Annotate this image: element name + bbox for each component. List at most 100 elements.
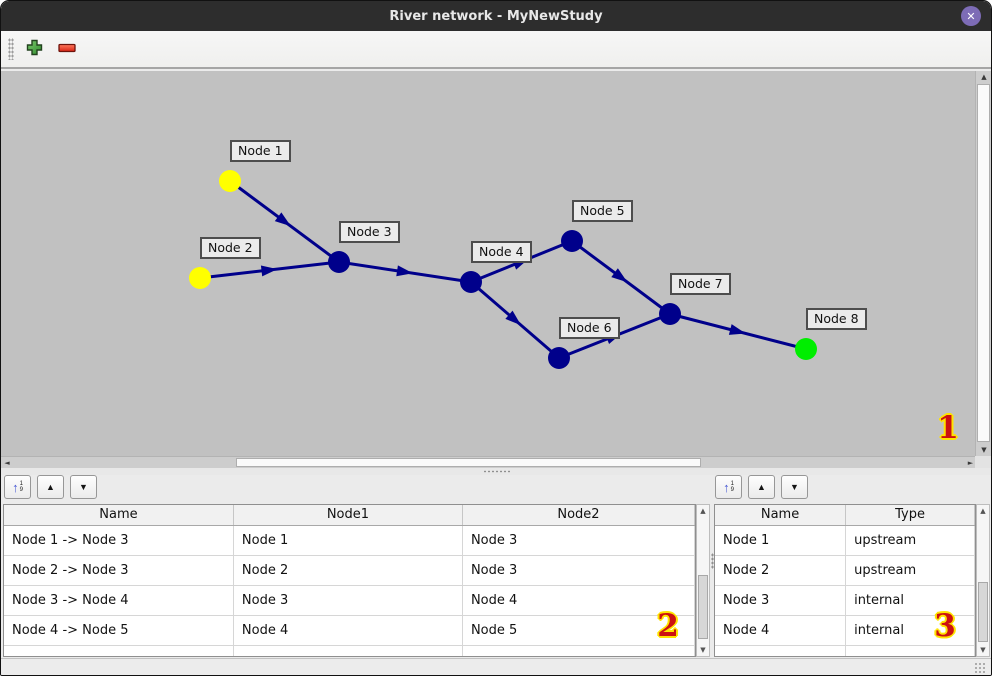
table-cell[interactable]: Node 2 xyxy=(233,555,463,586)
close-button[interactable]: ✕ xyxy=(961,6,981,26)
network-canvas[interactable]: Node 1 Node 2 Node 3 Node 4 Node 5 Node 6 Node… xyxy=(1,71,977,456)
column-header[interactable]: Name xyxy=(4,505,234,526)
river-node[interactable] xyxy=(561,230,583,252)
table-cell[interactable]: Node 3 xyxy=(462,525,695,556)
table-cell[interactable]: Node 3 -> Node 4 xyxy=(4,585,234,616)
table-cell[interactable] xyxy=(4,645,234,656)
connections-move-up-button[interactable]: ▲ xyxy=(37,475,64,499)
node-label[interactable]: Node 5 xyxy=(572,200,633,222)
up-arrow-icon: ▲ xyxy=(46,481,55,492)
node-label[interactable]: Node 1 xyxy=(230,140,291,162)
table-cell[interactable] xyxy=(845,645,975,656)
flow-arrow-icon xyxy=(728,324,746,335)
sort-icon: ↑ xyxy=(723,479,730,495)
column-header[interactable]: Type xyxy=(845,505,975,526)
table-cell[interactable]: Node 2 -> Node 3 xyxy=(4,555,234,586)
table-row[interactable] xyxy=(715,645,975,656)
table-cell[interactable]: Node 4 -> Node 5 xyxy=(4,615,234,646)
table-cell[interactable]: Node 1 -> Node 3 xyxy=(4,525,234,556)
panel-splitter-grip[interactable] xyxy=(711,553,714,569)
vertical-scroll-thumb[interactable] xyxy=(977,84,990,442)
river-node[interactable] xyxy=(328,251,350,273)
table-cell[interactable]: internal xyxy=(845,585,975,616)
canvas-vertical-scrollbar[interactable]: ▲ ▼ xyxy=(975,71,991,456)
toolbar-drag-handle[interactable] xyxy=(8,38,14,60)
table-cell[interactable] xyxy=(233,645,463,656)
node-label[interactable]: Node 2 xyxy=(200,237,261,259)
scroll-left-icon[interactable]: ◄ xyxy=(4,459,10,467)
add-button[interactable] xyxy=(22,37,46,61)
window-title: River network - MyNewStudy xyxy=(389,8,603,24)
table-cell[interactable]: Node 3 xyxy=(715,585,847,616)
remove-button[interactable] xyxy=(55,37,79,61)
scroll-up-icon[interactable]: ▲ xyxy=(981,73,987,81)
connections-table-scrollbar[interactable]: ▲ ▼ xyxy=(696,504,710,657)
scroll-down-icon[interactable]: ▼ xyxy=(980,646,986,654)
table-cell[interactable]: Node 4 xyxy=(715,615,847,646)
scroll-thumb[interactable] xyxy=(978,582,988,642)
river-node[interactable] xyxy=(795,338,817,360)
connections-move-down-button[interactable]: ▼ xyxy=(70,475,97,499)
table-cell[interactable]: Node 5 xyxy=(462,615,695,646)
scroll-up-icon[interactable]: ▲ xyxy=(980,507,986,515)
scroll-right-icon[interactable]: ► xyxy=(967,459,974,467)
flow-arrow-icon xyxy=(611,268,628,283)
column-header[interactable]: Name xyxy=(715,505,847,526)
nodes-move-up-button[interactable]: ▲ xyxy=(748,475,775,499)
node-label[interactable]: Node 8 xyxy=(806,308,867,330)
table-cell[interactable] xyxy=(462,645,695,656)
flow-arrow-icon xyxy=(396,265,413,277)
node-label[interactable]: Node 7 xyxy=(670,273,731,295)
river-node[interactable] xyxy=(219,170,241,192)
table-cell[interactable]: Node 3 xyxy=(462,555,695,586)
flow-arrow-icon xyxy=(260,265,278,277)
horizontal-scroll-thumb[interactable] xyxy=(236,458,701,467)
node-label[interactable]: Node 6 xyxy=(559,317,620,339)
table-cell[interactable]: Node 2 xyxy=(715,555,847,586)
node-label[interactable]: Node 4 xyxy=(471,241,532,263)
node-label[interactable]: Node 3 xyxy=(339,221,400,243)
column-header[interactable]: Node2 xyxy=(462,505,695,526)
table-cell[interactable]: Node 1 xyxy=(715,525,847,556)
river-node[interactable] xyxy=(189,267,211,289)
table-row[interactable] xyxy=(4,645,695,656)
table-cell[interactable]: Node 4 xyxy=(462,585,695,616)
river-node[interactable] xyxy=(460,271,482,293)
nodes-move-down-button[interactable]: ▼ xyxy=(781,475,808,499)
table-cell[interactable]: Node 1 xyxy=(233,525,463,556)
title-bar[interactable]: River network - MyNewStudy ✕ xyxy=(1,1,991,31)
nodes-table-scrollbar[interactable]: ▲ ▼ xyxy=(976,504,990,657)
horizontal-splitter[interactable] xyxy=(1,468,991,475)
scroll-up-icon[interactable]: ▲ xyxy=(700,507,706,515)
river-node[interactable] xyxy=(548,347,570,369)
table-cell[interactable] xyxy=(715,645,847,656)
scrollbar-corner xyxy=(975,456,991,468)
scroll-thumb[interactable] xyxy=(698,575,708,639)
table-cell[interactable]: Node 3 xyxy=(233,585,463,616)
scroll-down-icon[interactable]: ▼ xyxy=(700,646,706,654)
river-node[interactable] xyxy=(659,303,681,325)
table-cell[interactable]: upstream xyxy=(845,555,975,586)
window-resize-grip[interactable] xyxy=(974,662,987,674)
down-arrow-icon: ▼ xyxy=(79,481,88,492)
table-cell[interactable]: internal xyxy=(845,615,975,646)
canvas-horizontal-scrollbar[interactable]: ◄ ► xyxy=(1,456,977,468)
table-cell[interactable]: Node 4 xyxy=(233,615,463,646)
table-cell[interactable]: upstream xyxy=(845,525,975,556)
scroll-down-icon[interactable]: ▼ xyxy=(981,446,987,454)
column-header[interactable]: Node1 xyxy=(233,505,463,526)
